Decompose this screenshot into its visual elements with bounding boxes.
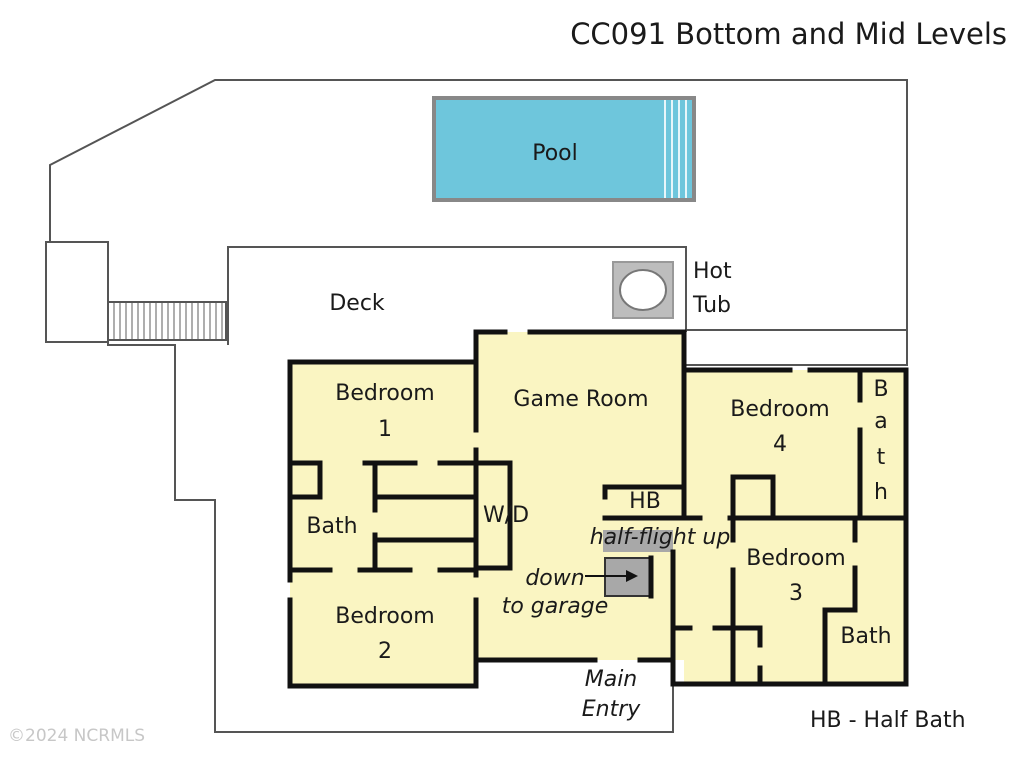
bath-vertical-letter-3: t <box>877 445 886 470</box>
half-bath-label: HB <box>629 489 661 514</box>
main-entry-line1: Main <box>585 667 638 692</box>
bedroom3-number: 3 <box>789 581 803 606</box>
hot-tub <box>612 261 674 319</box>
deck-stairs <box>107 301 227 341</box>
down-arrow-icon <box>585 570 638 582</box>
bedroom1-number: 1 <box>378 417 392 442</box>
interior-floor <box>290 332 906 686</box>
hot-tub-label-line1: Hot <box>693 259 732 284</box>
hot-tub-label-line2: Tub <box>692 293 731 318</box>
bath-left-label: Bath <box>306 514 357 539</box>
legend-half-bath: HB - Half Bath <box>810 708 966 733</box>
plan-title: CC091 Bottom and Mid Levels <box>570 17 1007 51</box>
bath-vertical-letter-4: h <box>874 480 888 505</box>
deck-label: Deck <box>329 291 385 316</box>
bedroom1-name: Bedroom <box>335 381 435 406</box>
down-label: down <box>525 566 584 591</box>
bedroom4-name: Bedroom <box>730 397 830 422</box>
main-entry-line2: Entry <box>582 697 642 722</box>
half-flight-stairs <box>603 530 673 552</box>
bath-vertical-letter-2: a <box>874 409 887 434</box>
bedroom2-name: Bedroom <box>335 604 435 629</box>
to-garage-label: to garage <box>502 594 609 619</box>
watermark: ©2024 NCRMLS <box>8 726 145 746</box>
bedroom2-number: 2 <box>378 639 392 664</box>
bedroom3-name: Bedroom <box>746 546 846 571</box>
pool-label: Pool <box>532 141 578 166</box>
bath-right-label: Bath <box>840 624 891 649</box>
bath-vertical-letter-1: B <box>873 377 888 402</box>
washer-dryer-label: W/D <box>483 503 529 528</box>
landing-block <box>45 241 109 343</box>
interior-walls <box>287 329 909 689</box>
game-room-label: Game Room <box>513 387 648 412</box>
pool <box>432 96 696 202</box>
deck-divider <box>227 246 687 345</box>
bedroom4-number: 4 <box>773 432 787 457</box>
half-flight-label: half-flight up <box>590 525 731 550</box>
